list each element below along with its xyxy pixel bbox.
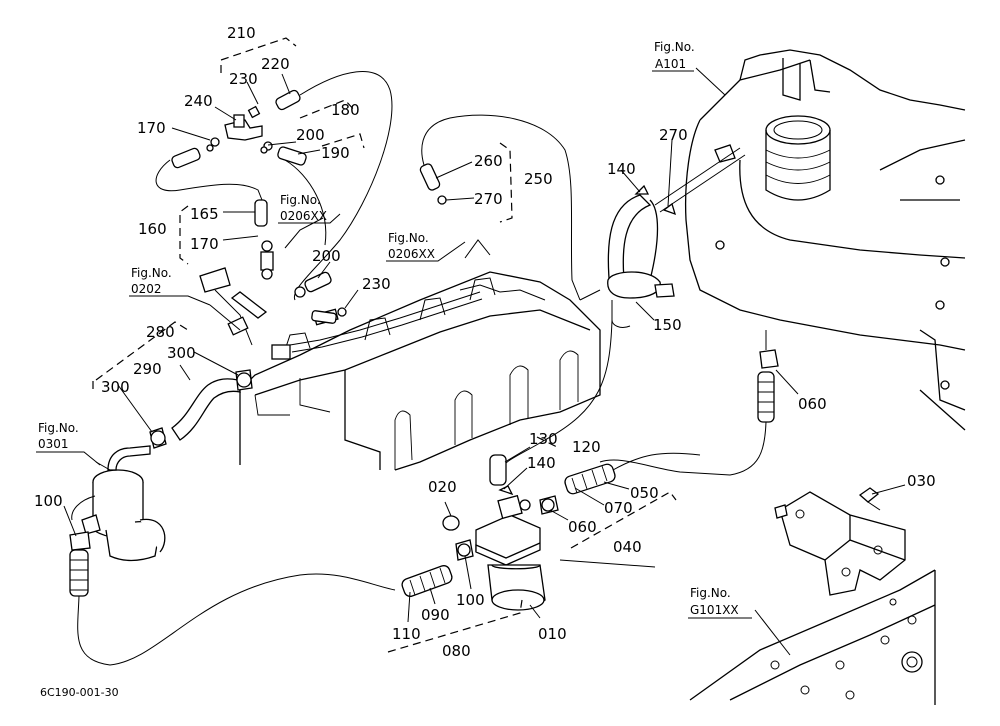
part-label-150: 150 — [653, 316, 682, 334]
bracket-030 — [774, 487, 906, 596]
fig-ref-0301-code: 0301 — [38, 437, 69, 451]
fig-ref-0206xx-code: 0206XX — [388, 247, 435, 261]
part-label-010: 010 — [538, 625, 567, 643]
part-label-290: 290 — [133, 360, 162, 378]
part-label-230: 230 — [229, 70, 258, 88]
fig-ref-g101xx-code: G101XX — [690, 603, 739, 617]
part-label-120: 120 — [572, 438, 601, 456]
part-label-200: 200 — [312, 247, 341, 265]
part-label-080: 080 — [442, 642, 471, 660]
fig-ref-0206xx-code: 0206XX — [280, 209, 327, 223]
part-label-070: 070 — [604, 499, 633, 517]
part-label-220: 220 — [261, 55, 290, 73]
drawing-code: 6C190-001-30 — [40, 686, 119, 699]
part-label-280: 280 — [146, 323, 175, 341]
part-label-190: 190 — [321, 144, 350, 162]
fig-ref-0202-code: 0202 — [131, 282, 162, 296]
part-label-060: 060 — [568, 518, 597, 536]
part-label-050: 050 — [630, 484, 659, 502]
fig-ref-g101xx-title: Fig.No. — [690, 586, 731, 600]
part-label-270: 270 — [474, 190, 503, 208]
part-label-110: 110 — [392, 625, 421, 643]
part-label-040: 040 — [613, 538, 642, 556]
frame-plate — [689, 569, 936, 705]
part-label-160: 160 — [138, 220, 167, 238]
part-label-240: 240 — [184, 92, 213, 110]
return-pipes — [199, 240, 483, 360]
fig-ref-0202-title: Fig.No. — [131, 266, 172, 280]
part-label-130: 130 — [529, 430, 558, 448]
fig-ref-0301-title: Fig.No. — [38, 421, 79, 435]
part-label-260: 260 — [474, 152, 503, 170]
part-label-060: 060 — [798, 395, 827, 413]
part-label-090: 090 — [421, 606, 450, 624]
part-label-230: 230 — [362, 275, 391, 293]
part-label-250: 250 — [524, 170, 553, 188]
part-label-030: 030 — [907, 472, 936, 490]
leader-lines — [63, 67, 906, 656]
tank-outlet — [599, 330, 779, 476]
fuel-pump — [71, 445, 166, 562]
part-label-165: 165 — [190, 205, 219, 223]
fuel-filter — [401, 452, 701, 611]
fuel-tank — [654, 49, 966, 431]
part-label-300: 300 — [101, 378, 130, 396]
part-label-200: 200 — [296, 126, 325, 144]
part-label-170: 170 — [137, 119, 166, 137]
group-brackets — [92, 37, 677, 653]
engine-block — [239, 271, 601, 471]
figure-references: Fig.No. A101 Fig.No. 0206XX Fig.No. 0206… — [36, 40, 752, 619]
left-lower-hose — [69, 531, 396, 666]
part-label-020: 020 — [428, 478, 457, 496]
tank-return-hose — [607, 184, 676, 328]
part-label-140: 140 — [527, 454, 556, 472]
part-label-210: 210 — [227, 24, 256, 42]
fig-ref-0206xx-title: Fig.No. — [388, 231, 429, 245]
part-label-170: 170 — [190, 235, 219, 253]
part-label-100: 100 — [456, 591, 485, 609]
supply-hose-290 — [149, 369, 253, 449]
part-labels: 210 220 230 240 180 170 200 190 165 160 … — [34, 24, 936, 660]
fig-ref-a101-code: A101 — [655, 57, 686, 71]
part-label-300: 300 — [167, 344, 196, 362]
part-label-100: 100 — [34, 492, 63, 510]
fig-ref-0206xx-title: Fig.No. — [280, 193, 321, 207]
top-small-parts — [171, 89, 447, 324]
part-label-180: 180 — [331, 101, 360, 119]
part-label-140: 140 — [607, 160, 636, 178]
part-label-270: 270 — [659, 126, 688, 144]
fig-ref-a101-title: Fig.No. — [654, 40, 695, 54]
leak-off-hoses — [155, 71, 613, 471]
